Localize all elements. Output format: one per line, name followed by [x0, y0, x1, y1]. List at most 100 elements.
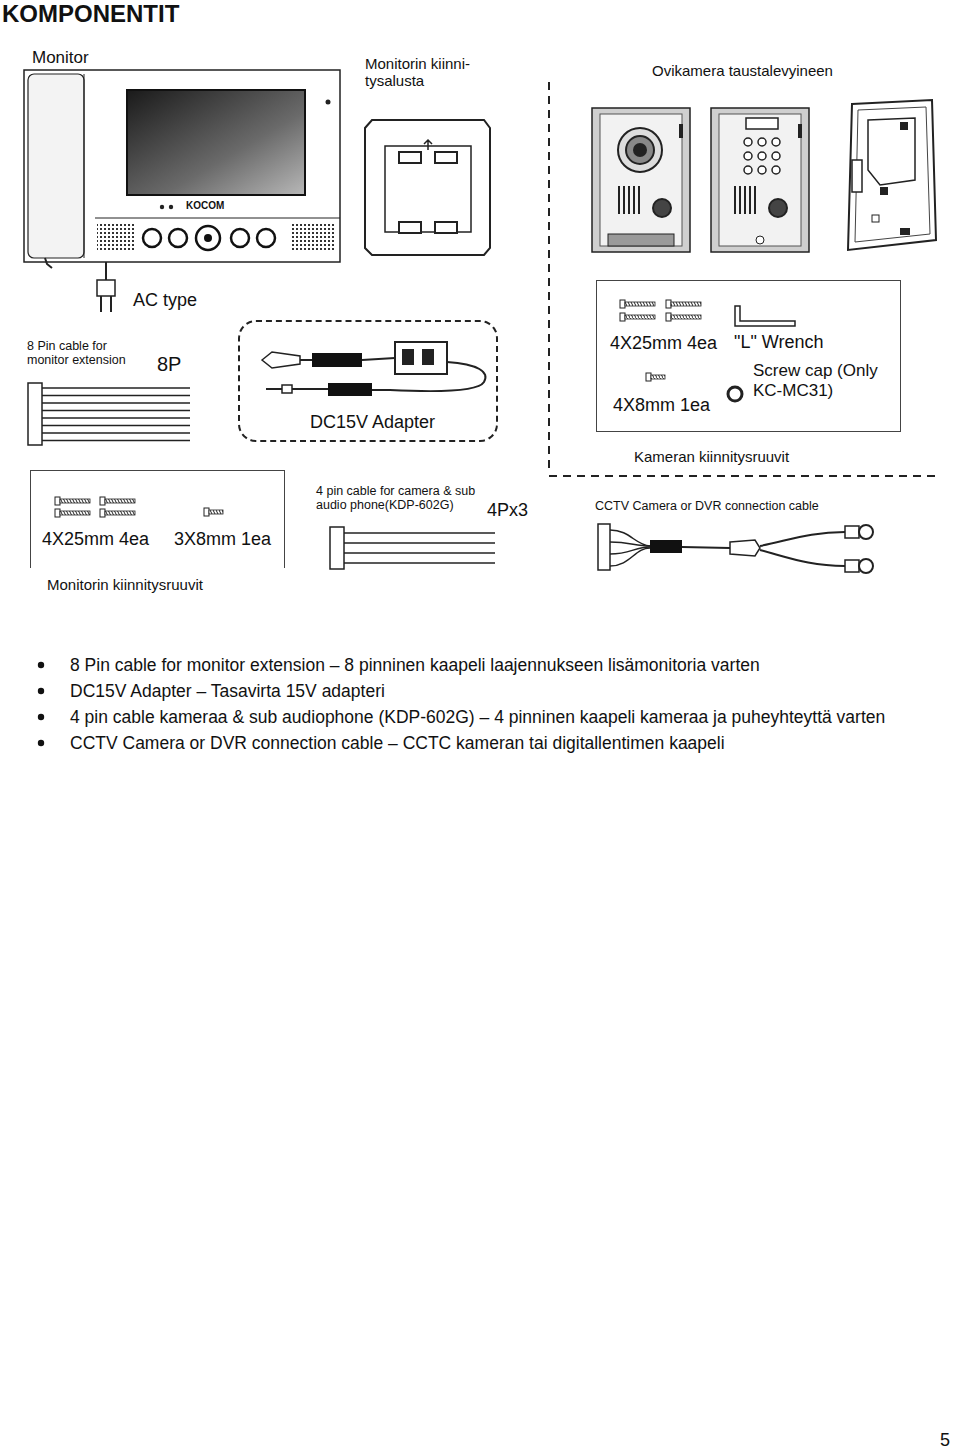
- cable-4-pin: [344, 562, 495, 564]
- bullet-item: CCTV Camera or DVR connection cable – CC…: [70, 730, 950, 756]
- cable-4-pin: [344, 552, 495, 554]
- cable-8-pin: [42, 395, 190, 397]
- part-label: CCTV Camera or DVR connection cable: [595, 499, 819, 513]
- mounting-bracket: [385, 146, 471, 232]
- door-camera: [744, 152, 752, 160]
- cable-8-pin: [42, 425, 190, 427]
- bullet-dot: [38, 714, 44, 720]
- door-camera: [772, 152, 780, 160]
- screw: [620, 313, 625, 321]
- part-label: KOCOM: [186, 200, 224, 212]
- door-camera: [600, 114, 682, 246]
- mounting-bracket: [424, 140, 432, 150]
- door-camera: [592, 108, 690, 252]
- door-camera: [711, 108, 809, 252]
- cctv-cable: [610, 530, 650, 566]
- mounting-bracket: [365, 120, 490, 255]
- door-camera: [798, 124, 802, 138]
- mounting-bracket: [399, 222, 421, 233]
- dc-adapter: [395, 342, 447, 374]
- bullet-item: 4 pin cable kameraa & sub audiophone (KD…: [70, 704, 950, 730]
- door-camera: [754, 186, 756, 214]
- part-label: Monitor: [32, 48, 89, 68]
- parts-box: 4X25mm 4ea3X8mm 1ea: [30, 470, 285, 568]
- screw: [100, 497, 105, 505]
- dc-adapter: [282, 385, 292, 393]
- ac-plug: [110, 296, 112, 312]
- dc-adapter: [372, 362, 485, 391]
- mounting-bracket: [365, 120, 490, 255]
- cable-8-pin: [28, 383, 190, 445]
- ac-plug: [97, 280, 115, 296]
- screw: [55, 509, 60, 517]
- monitor-drawing: [169, 205, 173, 209]
- mounting-bracket: [435, 152, 457, 163]
- back-plate: [848, 100, 936, 250]
- bullet-list: 8 Pin cable for monitor extension – 8 pi…: [70, 652, 950, 756]
- door-camera: [626, 136, 654, 164]
- door-camera: [746, 118, 778, 129]
- part-spec: 3X8mm 1ea: [174, 529, 271, 550]
- part-spec: 4X25mm 4ea: [610, 333, 717, 354]
- part-label: Monitorin kiinni-tysalusta: [365, 55, 490, 90]
- dc-adapter: [422, 349, 434, 365]
- door-camera: [608, 234, 674, 246]
- ac-plug: [105, 262, 107, 280]
- part-spec: DC15V Adapter: [310, 412, 435, 433]
- cctv-cable: [598, 524, 873, 573]
- screw-cap: [728, 387, 742, 401]
- bullet-dot: [38, 740, 44, 746]
- door-camera: [623, 186, 625, 214]
- cable-8-pin: [42, 432, 190, 434]
- monitor-drawing: [290, 223, 335, 251]
- ac-plug: [100, 296, 102, 312]
- cable-4-pin: [330, 527, 344, 569]
- door-camera: [758, 138, 766, 146]
- screw: [60, 499, 90, 503]
- door-camera: [744, 186, 746, 214]
- bullet-dot: [37, 713, 45, 721]
- door-camera: [744, 138, 752, 146]
- cable-4-pin: [344, 532, 495, 534]
- door-camera: [769, 199, 787, 217]
- monitor-drawing: [24, 70, 340, 262]
- door-camera: [772, 166, 780, 174]
- monitor-drawing: [196, 226, 220, 250]
- bullet-dot: [38, 662, 44, 668]
- screw-cap: [728, 387, 742, 401]
- monitor-drawing: [204, 234, 212, 242]
- screw: [646, 373, 651, 381]
- monitor-drawing: [231, 229, 249, 247]
- screw: [620, 300, 625, 308]
- dc-adapter: [262, 352, 300, 368]
- screw: [671, 315, 701, 319]
- cctv-cable: [610, 530, 650, 546]
- dc-adapter: [312, 353, 362, 367]
- back-plate: [900, 122, 908, 130]
- bullet-dot: [37, 661, 45, 669]
- screw: [204, 508, 209, 516]
- dashed-separator: [548, 82, 550, 472]
- back-plate: [880, 187, 888, 195]
- door-camera: [758, 166, 766, 174]
- part-label: 8 Pin cable for monitor extension: [27, 339, 142, 368]
- cctv-cable: [610, 548, 650, 566]
- part-label: Ovikamera taustalevyineen: [652, 62, 833, 79]
- monitor-drawing: [97, 223, 135, 251]
- cable-8-pin: [42, 402, 190, 404]
- screw: [625, 315, 655, 319]
- part-spec: "L" Wrench: [734, 332, 823, 353]
- screw: [60, 511, 90, 515]
- door-camera: [619, 186, 639, 214]
- cctv-cable: [845, 560, 859, 572]
- part-spec: 4X8mm 1ea: [613, 395, 710, 416]
- back-plate: [848, 100, 936, 250]
- cable-4-pin: [344, 533, 495, 563]
- cctv-cable: [682, 547, 730, 548]
- door-camera: [735, 186, 755, 214]
- monitor-drawing: [84, 74, 85, 258]
- dashed-separator: [549, 82, 940, 476]
- screw: [100, 509, 105, 517]
- part-label: 4 pin cable for camera & sub audio phone…: [316, 484, 484, 513]
